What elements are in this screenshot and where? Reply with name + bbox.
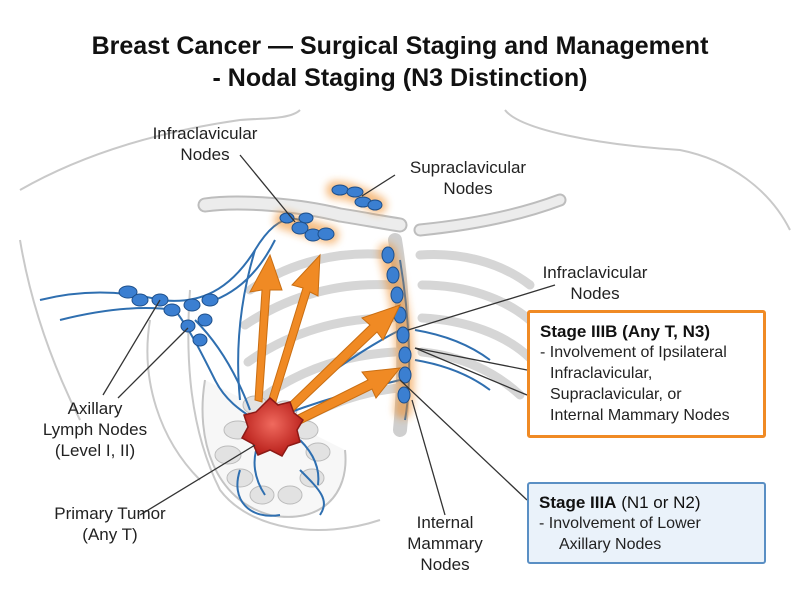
label-line: Internal — [416, 513, 474, 532]
label-supraclavicular: Supraclavicular Nodes — [393, 157, 543, 199]
torso-outline — [19, 109, 791, 531]
label-line: Lymph Nodes — [42, 420, 148, 439]
stage-iiib-heading: Stage IIIB (Any T, N3) — [540, 321, 753, 342]
label-line: Axillary — [67, 399, 123, 418]
clavicles — [197, 193, 567, 237]
label-line: (Any T) — [82, 525, 138, 544]
page-title: Breast Cancer — Surgical Staging and Man… — [0, 30, 800, 94]
label-internal-mammary: Internal Mammary Nodes — [395, 512, 495, 575]
label-line: Mammary — [407, 534, 483, 553]
label-line: Nodes — [443, 179, 493, 198]
stage-iiib-line-4: Internal Mammary Nodes — [550, 407, 730, 424]
supraclavicular-nodes — [331, 184, 383, 211]
stage-iiia-box: Stage IIIA (N1 or N2) - Involvement of L… — [527, 482, 766, 564]
stage-iiib-line-2: Infraclavicular, — [550, 365, 653, 382]
label-line: Nodes — [570, 284, 620, 303]
title-line-2: - Nodal Staging (N3 Distinction) — [212, 64, 588, 92]
internal-mammary-nodes — [381, 246, 412, 404]
label-infraclavicular-right: Infraclavicular Nodes — [520, 262, 670, 304]
stage-iiia-heading-rest: (N1 or N2) — [616, 493, 701, 512]
label-axillary: Axillary Lymph Nodes (Level I, II) — [30, 398, 160, 461]
label-primary-tumor: Primary Tumor (Any T) — [40, 503, 180, 545]
stage-iiib-line-3: Supraclavicular, or — [550, 386, 682, 403]
label-line: Infraclavicular — [542, 263, 648, 282]
leader-lines — [102, 154, 556, 516]
stage-iiib-box: Stage IIIB (Any T, N3) - Involvement of … — [527, 310, 766, 438]
stage-iiia-heading: Stage IIIA (N1 or N2) — [539, 492, 754, 513]
label-line: Nodes — [180, 145, 230, 164]
stage-iiib-line-1: - Involvement of Ipsilateral — [540, 344, 727, 361]
stage-iiia-heading-bold: Stage IIIA — [539, 493, 617, 512]
stage-iiia-line-1: - Involvement of Lower — [539, 515, 701, 532]
stage-iiia-line-2: Axillary Nodes — [559, 536, 662, 553]
metastasis-arrows — [249, 253, 402, 429]
label-line: (Level I, II) — [54, 441, 136, 460]
label-line: Nodes — [420, 555, 470, 574]
label-line: Supraclavicular — [409, 158, 527, 177]
stage-iiib-heading-text: Stage IIIB (Any T, N3) — [540, 322, 711, 341]
label-line: Infraclavicular — [152, 124, 258, 143]
primary-tumor — [240, 396, 304, 457]
axillary-nodes — [118, 285, 219, 347]
label-line: Primary Tumor — [54, 504, 166, 523]
title-line-1: Breast Cancer — Surgical Staging and Man… — [91, 32, 709, 60]
label-infraclavicular-top: Infraclavicular Nodes — [140, 123, 270, 165]
